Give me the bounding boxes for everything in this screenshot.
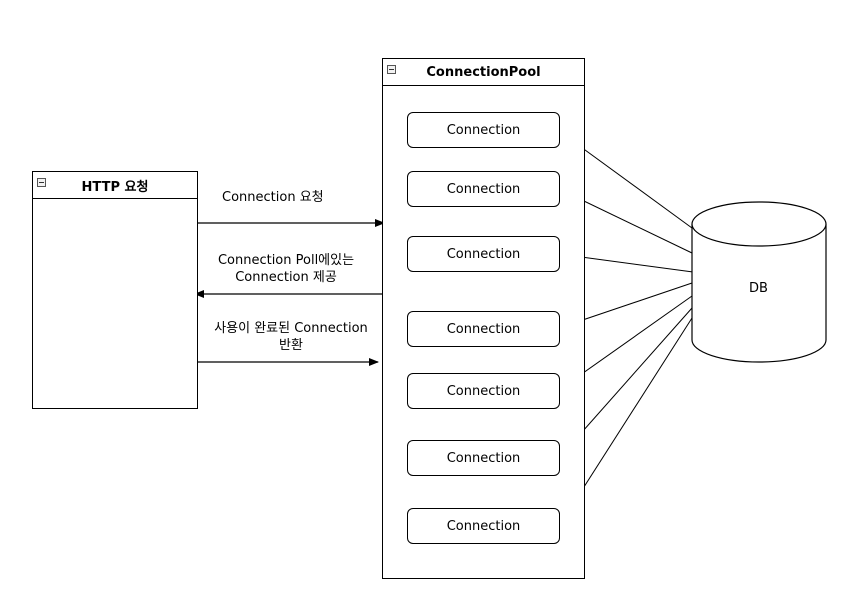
connection-label: Connection [446,181,521,197]
connection-box[interactable]: Connection [407,112,560,148]
provide-label-line2: Connection 제공 [235,270,337,285]
connection-label: Connection [446,518,521,534]
connection-label: Connection [446,122,521,138]
connection-label: Connection [446,450,521,466]
db-label: DB [749,281,768,296]
return-label: 사용이 완료된 Connection 반환 [203,320,379,354]
http-request-box[interactable]: HTTP 요청 [32,171,198,409]
connection-box[interactable]: Connection [407,171,560,207]
connection-box[interactable]: Connection [407,508,560,544]
connection-label: Connection [446,383,521,399]
collapse-icon[interactable] [387,65,396,74]
db-cylinder [691,201,827,363]
collapse-icon[interactable] [37,178,46,187]
provide-label: Connection Poll에있는 Connection 제공 [210,252,362,286]
connection-box[interactable]: Connection [407,373,560,409]
request-label-text: Connection 요청 [222,190,324,205]
connection-box[interactable]: Connection [407,440,560,476]
http-request-title: HTTP 요청 [81,179,149,195]
return-label-line1: 사용이 완료된 Connection [214,321,368,336]
connection-box[interactable]: Connection [407,236,560,272]
connection-pool-header: ConnectionPool [383,59,584,86]
connection-label: Connection [446,321,521,337]
provide-label-line1: Connection Poll에있는 [217,253,355,268]
connection-pool-title: ConnectionPool [426,64,541,80]
connection-label: Connection [446,246,521,262]
connection-box[interactable]: Connection [407,311,560,347]
http-request-header: HTTP 요청 [33,172,197,199]
request-label: Connection 요청 [222,189,324,206]
return-label-line2: 반환 [279,338,303,353]
